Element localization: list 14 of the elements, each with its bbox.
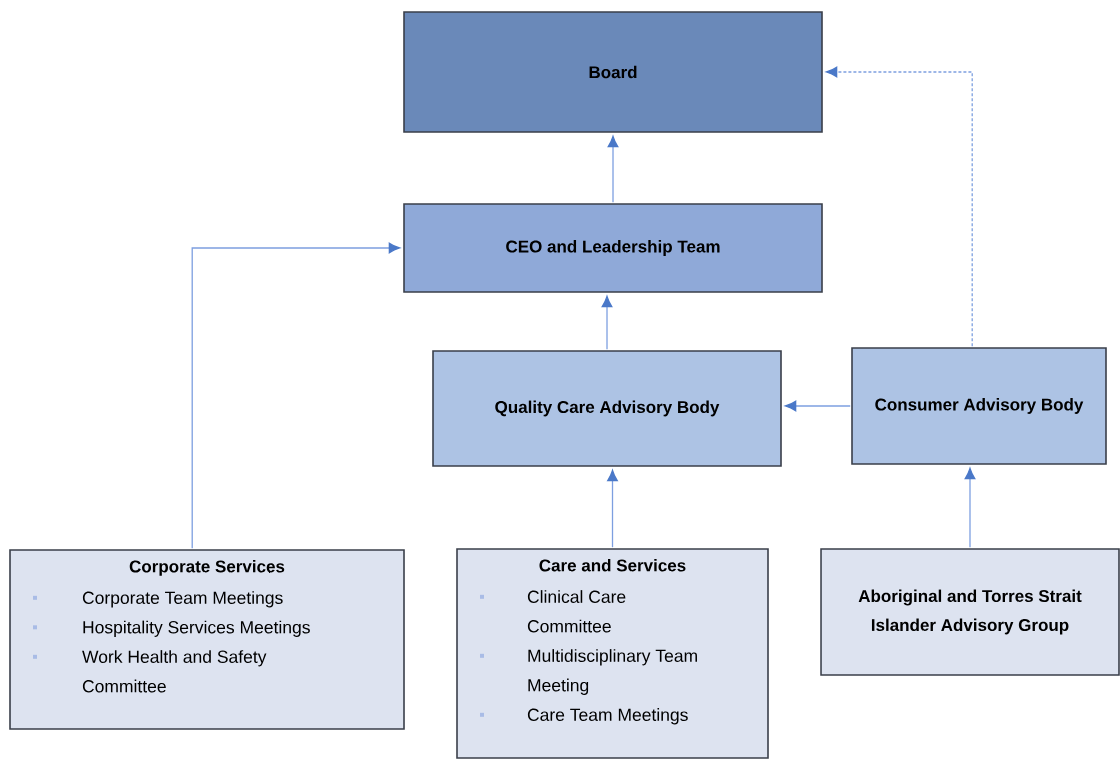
org-box: Board <box>403 11 823 133</box>
arrow <box>964 467 976 548</box>
arrow <box>607 469 618 548</box>
org-box: CEO and Leadership Team <box>403 203 823 293</box>
org-box: Quality Care Advisory Body <box>432 350 782 467</box>
arrow <box>191 242 401 549</box>
org-box: Consumer Advisory Body <box>851 347 1107 465</box>
arrow <box>825 66 973 347</box>
arrow <box>607 135 619 203</box>
org-box: Aboriginal and Torres Strait Islander Advisory Group <box>820 548 1120 676</box>
arrow <box>601 295 613 350</box>
org-box: Corporate Services Corporate Team Meetings Hospitality Services Meetings Work Health and Safety Committee <box>9 549 405 730</box>
arrow <box>784 400 851 412</box>
org-box: Care and Services Clinical Care Committee Multidisciplinary Team Meeting Care Team Meetings <box>456 548 769 759</box>
